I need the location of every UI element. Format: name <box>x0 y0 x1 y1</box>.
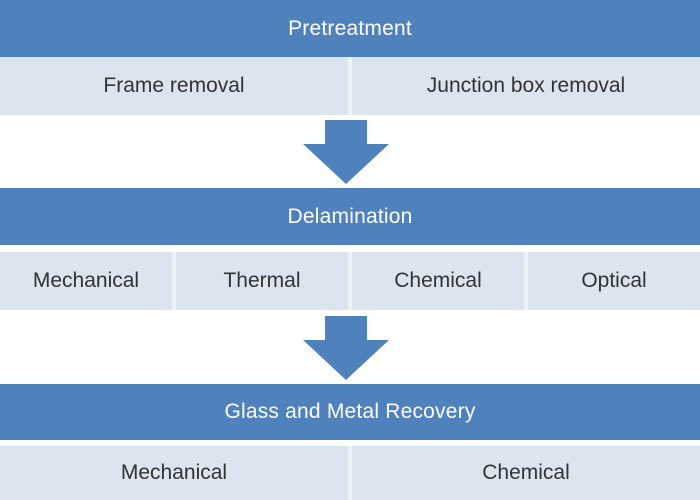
stage-header-pretreatment: Pretreatment <box>0 0 700 57</box>
down-arrow-icon <box>303 120 389 184</box>
stage-items-delamination: Mechanical Thermal Chemical Optical <box>0 252 700 310</box>
stage-item-thermal: Thermal <box>172 252 348 310</box>
stage-items-pretreatment: Frame removal Junction box removal <box>0 57 700 115</box>
stage-item-mechanical: Mechanical <box>0 252 172 310</box>
stage-item-chemical: Chemical <box>348 252 524 310</box>
stage-title: Delamination <box>287 204 413 228</box>
stage-item-mechanical: Mechanical <box>0 446 348 500</box>
stage-title: Pretreatment <box>288 16 412 40</box>
stage-item-optical: Optical <box>524 252 700 310</box>
stage-title: Glass and Metal Recovery <box>224 400 476 423</box>
stage-item-frame-removal: Frame removal <box>0 57 348 115</box>
down-arrow-icon <box>303 316 389 380</box>
stage-item-junction-box-removal: Junction box removal <box>348 57 700 115</box>
stage-item-chemical: Chemical <box>348 446 700 500</box>
stage-header-delamination: Delamination <box>0 188 700 245</box>
stage-items-glass-metal-recovery: Mechanical Chemical <box>0 446 700 500</box>
stage-header-glass-metal-recovery: Glass and Metal Recovery <box>0 384 700 440</box>
